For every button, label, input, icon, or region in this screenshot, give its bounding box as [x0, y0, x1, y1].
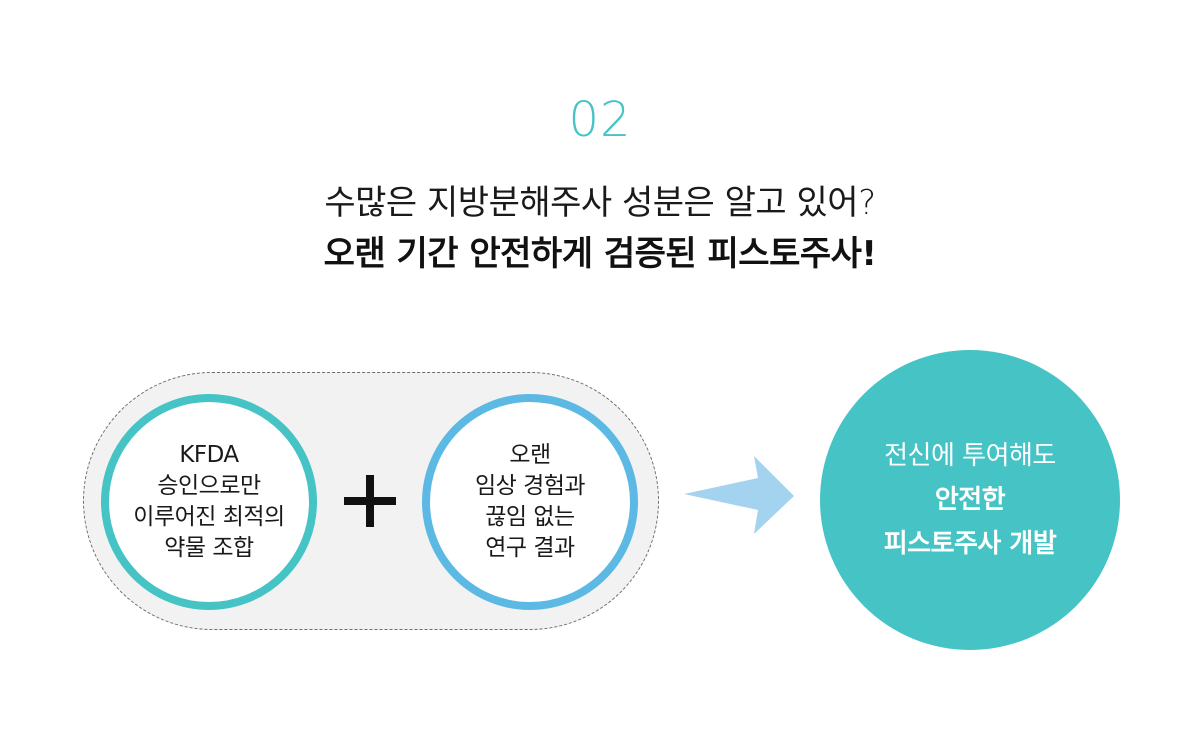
result-circle: 전신에 투여해도 안전한 피스토주사 개발: [820, 350, 1120, 650]
kfda-circle: KFDA 승인으로만 이루어진 최적의 약물 조합: [101, 394, 317, 610]
research-circle: 오랜 임상 경험과 끊임 없는 연구 결과: [422, 394, 638, 610]
step-number: 02: [568, 92, 632, 148]
kfda-circle-text: KFDA 승인으로만 이루어진 최적의 약물 조합: [133, 440, 285, 564]
kfda-line-2: 승인으로만: [157, 473, 261, 499]
research-line-3: 끊임 없는: [485, 504, 575, 530]
plus-icon: [344, 475, 396, 527]
research-line-4: 연구 결과: [485, 535, 575, 561]
heading-headline: 오랜 기간 안전하게 검증된 피스토주사!: [323, 234, 877, 274]
heading-question: 수많은 지방분해주사 성분은 알고 있어?: [324, 183, 876, 223]
kfda-line-1: KFDA: [179, 442, 239, 468]
result-line-3: 피스토주사 개발: [883, 529, 1057, 559]
research-circle-text: 오랜 임상 경험과 끊임 없는 연구 결과: [474, 440, 586, 564]
kfda-line-3: 이루어진 최적의: [133, 504, 285, 530]
research-line-2: 임상 경험과: [474, 473, 586, 499]
result-circle-text: 전신에 투여해도 안전한 피스토주사 개발: [884, 434, 1057, 566]
arrow-right-icon: [684, 456, 794, 534]
result-line-2: 안전한: [934, 485, 1006, 515]
research-line-1: 오랜: [509, 442, 551, 468]
kfda-line-4: 약물 조합: [164, 535, 254, 561]
result-line-1: 전신에 투여해도: [884, 441, 1056, 471]
